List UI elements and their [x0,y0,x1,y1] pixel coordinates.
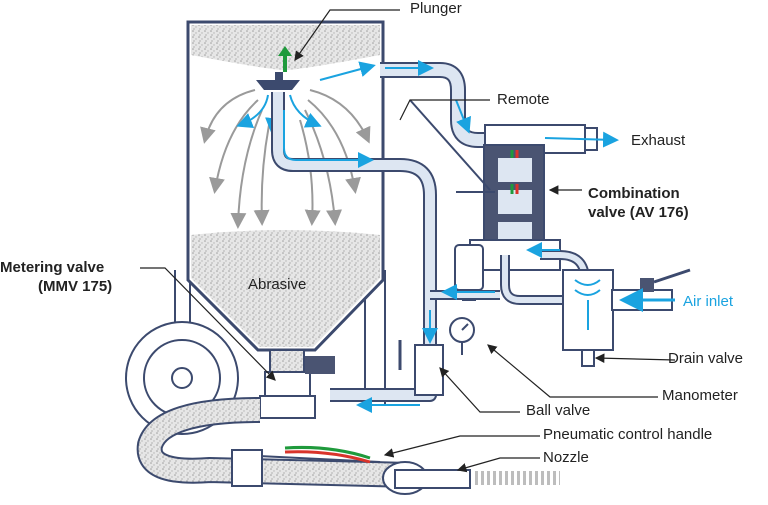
control-handle [231,445,381,487]
top-exhaust-pipe [319,60,490,148]
air-inlet-valve [611,268,691,312]
air-supply-pipe [430,242,590,305]
drain-valve-label: Drain valve [668,350,744,367]
metering-valve-label-line2: (MMV 175) [38,278,113,295]
plunger-label: Plunger [410,0,462,17]
remote-line [409,99,495,193]
nozzle-label: Nozzle [543,449,589,466]
manometer-label: Manometer [662,387,738,404]
plunger [256,46,300,90]
leader-lines [140,9,676,473]
ball-valve-label: Ball valve [526,402,591,419]
internal-air-pipe [271,92,438,413]
ball-valve [398,340,444,396]
exhaust-label: Exhaust [631,132,686,149]
metering-valve [259,356,335,419]
remote-label: Remote [497,91,550,108]
manometer [449,317,475,355]
nozzle [382,461,560,495]
blast-hose [136,397,411,488]
combination-valve-label-line1: Combination [588,185,680,202]
air-inlet-label: Air inlet [683,293,734,310]
abrasive-label: Abrasive [248,276,307,293]
combination-valve-label-line2: valve (AV 176) [588,204,689,221]
water-separator [562,269,614,367]
pneumatic-control-handle-label: Pneumatic control handle [543,426,713,443]
metering-valve-label-line1: Metering valve [0,259,105,276]
pressure-vessel [186,20,385,373]
